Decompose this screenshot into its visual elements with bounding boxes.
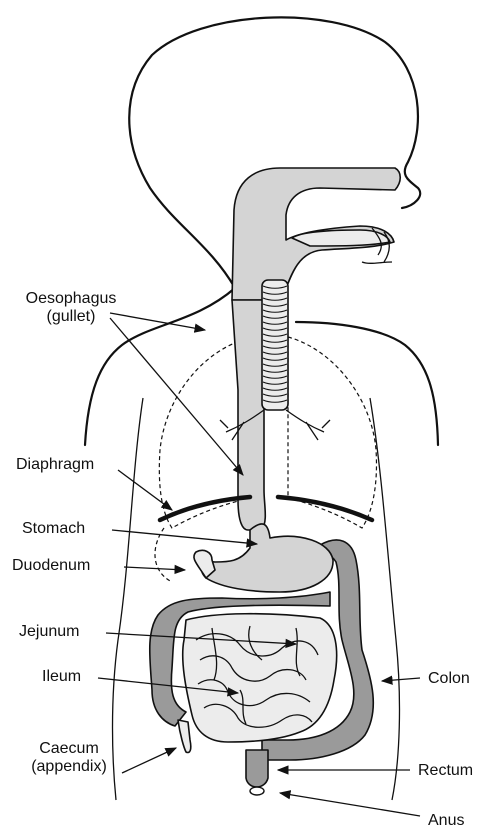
stomach <box>201 524 333 592</box>
pointer-anus <box>280 793 420 816</box>
pointer-caecum <box>122 748 176 773</box>
pointer-duodenum <box>124 567 185 570</box>
appendix <box>178 720 191 753</box>
duodenum <box>194 550 215 578</box>
diaphragm-left <box>160 497 250 520</box>
label-appendix-text: (appendix) <box>14 758 124 776</box>
label-oesophagus-text: Oesophagus <box>14 290 128 308</box>
label-caecum: Caecum (appendix) <box>14 740 124 776</box>
pointer-colon <box>382 678 420 681</box>
label-gullet-text: (gullet) <box>14 308 128 326</box>
label-colon: Colon <box>428 670 470 688</box>
rectum <box>246 750 268 787</box>
label-stomach: Stomach <box>22 520 85 538</box>
anus-opening <box>250 787 264 795</box>
right-bronchus <box>286 410 330 440</box>
pointer-stomach <box>112 530 257 544</box>
diaphragm-right <box>278 497 372 520</box>
label-diaphragm: Diaphragm <box>16 456 94 474</box>
label-oesophagus: Oesophagus (gullet) <box>14 290 128 326</box>
pointer-diaphragm <box>118 470 172 510</box>
label-ileum: Ileum <box>42 668 81 686</box>
torso-side-right <box>370 398 399 800</box>
label-caecum-text: Caecum <box>14 740 124 758</box>
pointer-oesophagus-2 <box>110 318 243 475</box>
label-jejunum: Jejunum <box>19 623 79 641</box>
torso-outline-right <box>296 322 438 445</box>
small-intestine <box>183 614 337 742</box>
label-anus: Anus <box>428 812 464 830</box>
label-rectum: Rectum <box>418 762 473 780</box>
label-duodenum: Duodenum <box>12 557 90 575</box>
